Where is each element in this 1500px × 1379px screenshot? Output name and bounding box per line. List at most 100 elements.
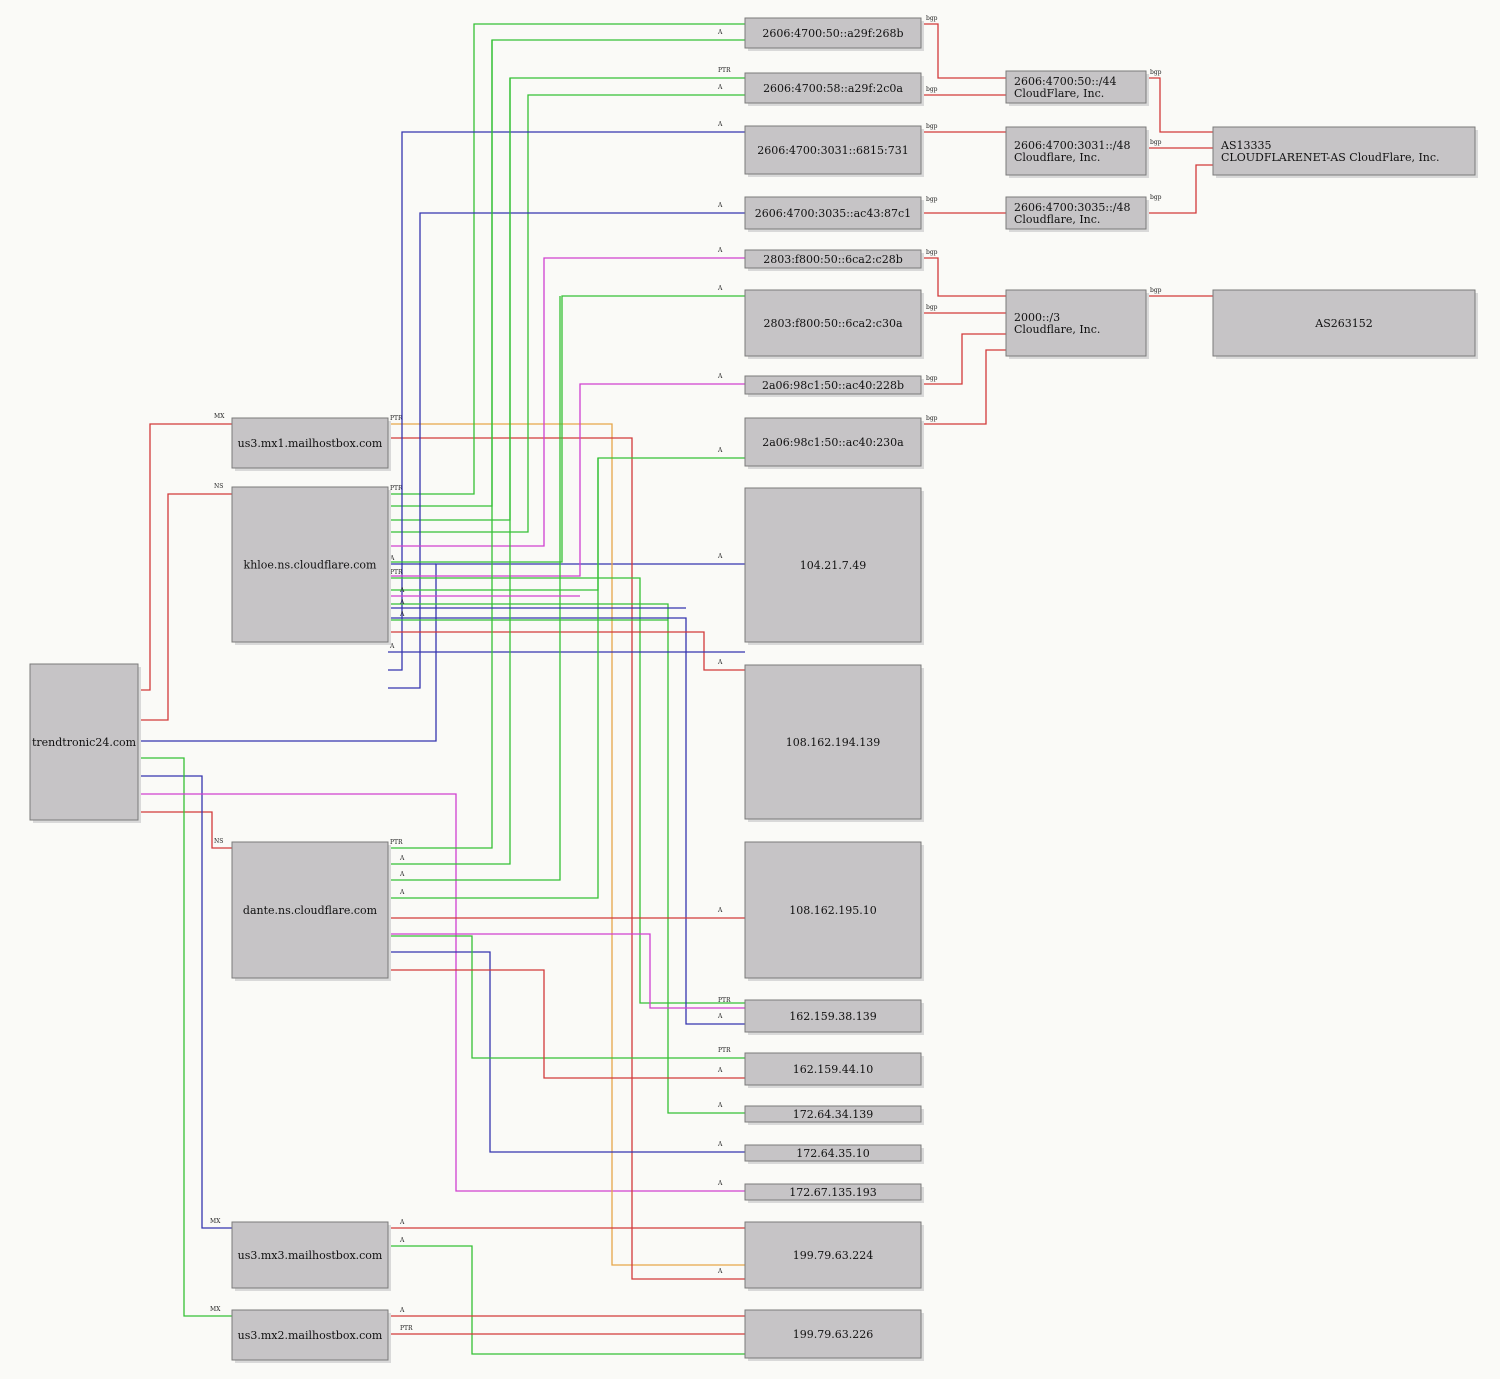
edge-line	[388, 39, 745, 507]
edge-label: PTR	[390, 839, 403, 846]
node-mx3[interactable]: us3.mx3.mailhostbox.com	[231, 1221, 391, 1291]
node-ip4c[interactable]: 108.162.195.10	[744, 841, 924, 981]
edge-ptr: PTR	[388, 933, 745, 1009]
node-ip6a[interactable]: 2606:4700:50::a29f:268b	[744, 17, 924, 51]
node-box	[744, 1309, 922, 1359]
edge-line	[388, 296, 561, 881]
node-ip4d[interactable]: 162.159.38.139	[744, 999, 924, 1035]
edge-mx: MX	[138, 775, 232, 1229]
edge-line	[388, 617, 745, 1025]
edge-label: A	[717, 29, 723, 36]
edge-line	[388, 295, 745, 563]
edge-a: A	[388, 555, 436, 565]
node-mx1[interactable]: us3.mx1.mailhostbox.com	[231, 417, 391, 471]
edge-bgp: bgp	[921, 349, 1006, 425]
edge-label: A	[717, 285, 723, 292]
node-label: trendtronic24.com	[32, 736, 137, 749]
node-ip4f[interactable]: 172.64.34.139	[744, 1105, 924, 1125]
edge-label: A	[399, 1307, 405, 1314]
edge-line	[1146, 77, 1213, 133]
edge-a: A	[388, 1219, 745, 1229]
edge-label: A	[389, 555, 395, 562]
node-label: 2a06:98c1:50::ac40:230a	[762, 436, 904, 449]
node-box	[744, 487, 922, 643]
node-box	[744, 1221, 922, 1289]
node-ip6b[interactable]: 2606:4700:58::a29f:2c0a	[744, 72, 924, 106]
edge-label: PTR	[718, 1047, 731, 1054]
node-ip4h[interactable]: 172.67.135.193	[744, 1183, 924, 1203]
edge-label: bgp	[1150, 69, 1162, 76]
edge-label: bgp	[1150, 194, 1162, 201]
edge-label: A	[399, 855, 405, 862]
node-ip6g[interactable]: 2a06:98c1:50::ac40:228b	[744, 375, 924, 397]
node-label: 172.64.34.139	[793, 1108, 873, 1121]
node-label: CloudFlare, Inc.	[1014, 87, 1104, 100]
edge-ns: NS	[138, 811, 232, 849]
edge-ptr: PTR	[388, 67, 745, 521]
node-label: 104.21.7.49	[800, 559, 866, 572]
node-ip4i[interactable]: 199.79.63.224	[744, 1221, 924, 1291]
edge-label: NS	[214, 483, 223, 490]
edges-layer: MXNSNSMXMXAAPTRAPTRAPTRAAAAAAAAPTRAAAAPT…	[138, 15, 1213, 1355]
node-box	[231, 486, 389, 643]
node-khloe[interactable]: khloe.ns.cloudflare.com	[231, 486, 391, 645]
node-as2[interactable]: AS263152	[1212, 289, 1478, 359]
node-ip6f[interactable]: 2803:f800:50::6ca2:c30a	[744, 289, 924, 359]
edge-line	[388, 457, 745, 591]
node-root[interactable]: trendtronic24.com	[29, 663, 141, 823]
edge-a: A	[388, 296, 561, 881]
node-ip4g[interactable]: 172.64.35.10	[744, 1144, 924, 1164]
node-ip4a[interactable]: 104.21.7.49	[744, 487, 924, 645]
edge-a: A	[388, 29, 745, 507]
node-mx2[interactable]: us3.mx2.mailhostbox.com	[231, 1309, 391, 1363]
node-label: 2a06:98c1:50::ac40:228b	[762, 379, 904, 392]
node-box	[231, 417, 389, 469]
edge-label: A	[717, 659, 723, 666]
node-label: 108.162.194.139	[786, 736, 880, 749]
edge-a: A	[388, 587, 580, 597]
edge-bgp: bgp	[921, 249, 1006, 297]
edge-a: A	[388, 121, 745, 671]
edge-label: A	[717, 84, 723, 91]
edge-a: A	[388, 247, 745, 547]
edge-a: A	[388, 447, 745, 591]
node-ip6e[interactable]: 2803:f800:50::6ca2:c28b	[744, 249, 924, 271]
edge-label: A	[717, 121, 723, 128]
edge-bgp: bgp	[1146, 69, 1213, 133]
node-label: 2606:4700:3031::/48	[1014, 139, 1131, 152]
node-ip6c[interactable]: 2606:4700:3031::6815:731	[744, 125, 924, 177]
edge-label: PTR	[390, 569, 403, 576]
node-ip4e[interactable]: 162.159.44.10	[744, 1052, 924, 1088]
node-label: 2606:4700:3031::6815:731	[757, 144, 909, 157]
edge-bgp: bgp	[1146, 164, 1213, 214]
node-box	[744, 664, 922, 820]
edge-label: bgp	[926, 123, 938, 130]
edge-line	[388, 40, 493, 849]
edge-line	[1146, 164, 1213, 214]
edge-line	[388, 458, 599, 899]
edge-line	[388, 969, 745, 1079]
edge-line	[388, 603, 745, 1114]
edge-ptr: PTR	[388, 569, 745, 1004]
node-label: Cloudflare, Inc.	[1014, 151, 1100, 164]
node-box	[744, 999, 922, 1033]
node-box	[1005, 196, 1147, 230]
edge-label: PTR	[390, 415, 403, 422]
node-label: us3.mx1.mailhostbox.com	[238, 437, 383, 450]
node-ip6h[interactable]: 2a06:98c1:50::ac40:230a	[744, 417, 924, 469]
edge-label: A	[389, 643, 395, 650]
node-ip4b[interactable]: 108.162.194.139	[744, 664, 924, 822]
node-dante[interactable]: dante.ns.cloudflare.com	[231, 841, 391, 981]
edge-a: A	[388, 951, 745, 1153]
node-box	[1212, 126, 1476, 176]
node-ip4j[interactable]: 199.79.63.226	[744, 1309, 924, 1361]
edge-bgp: bgp	[921, 15, 1006, 79]
node-ip6d[interactable]: 2606:4700:3035::ac43:87c1	[744, 196, 924, 232]
edge-label: A	[717, 907, 723, 914]
edge-label: bgp	[926, 15, 938, 22]
